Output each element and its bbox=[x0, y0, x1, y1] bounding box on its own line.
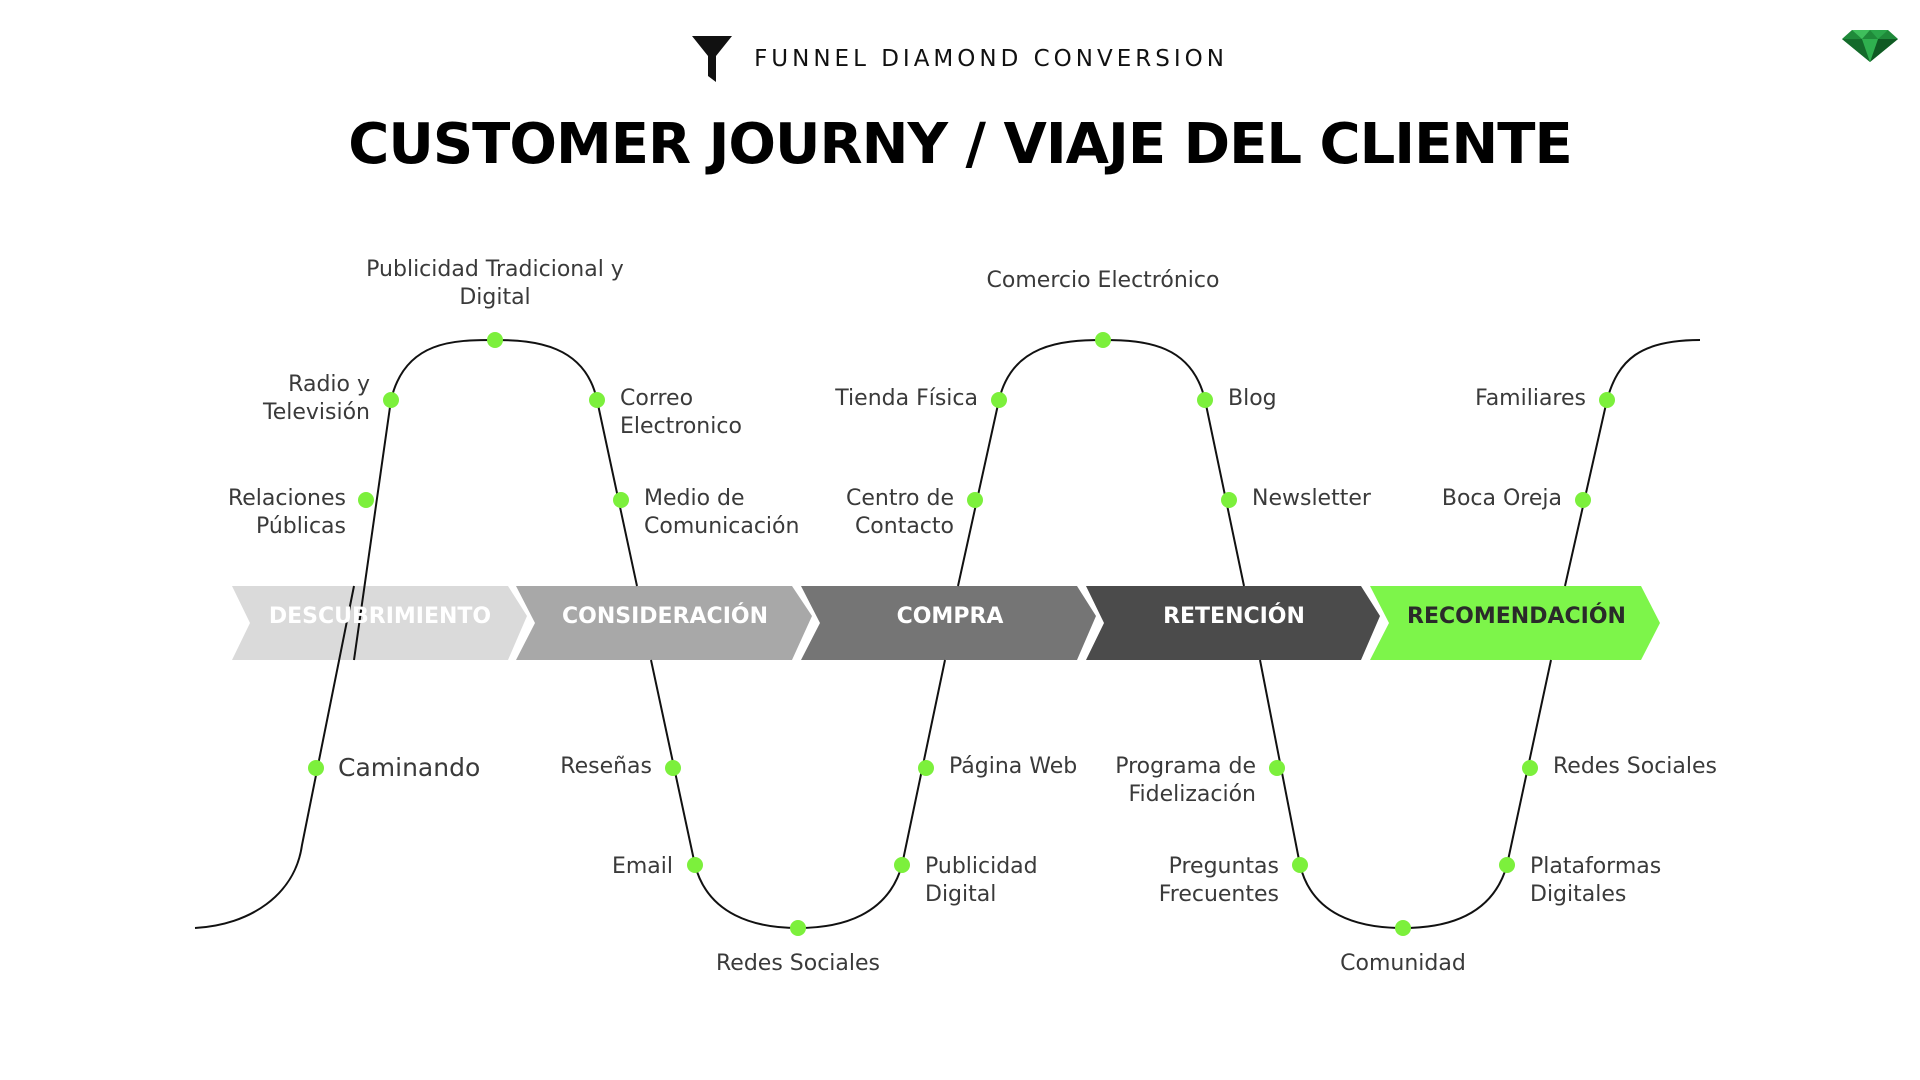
dot-resenas bbox=[665, 760, 681, 776]
stage-compra-arrow bbox=[801, 586, 1096, 660]
label-redes-sociales-2: Redes Sociales bbox=[1553, 754, 1718, 779]
dot-comunidad bbox=[1395, 920, 1411, 936]
stage-consideracion-arrow bbox=[516, 586, 812, 660]
label-boca-oreja: Boca Oreja bbox=[1441, 486, 1562, 511]
dot-correo-electronico bbox=[589, 392, 605, 408]
stage-descubrimiento-arrow bbox=[232, 586, 527, 660]
stage-recomendacion-arrow bbox=[1370, 586, 1660, 660]
label-familiares: Familiares bbox=[1475, 386, 1586, 411]
dot-relaciones-publicas bbox=[358, 492, 374, 508]
dot-centro-contacto bbox=[967, 492, 983, 508]
stage-retencion-arrow bbox=[1086, 586, 1380, 660]
funnel-icon bbox=[692, 36, 733, 82]
dot-publicidad-tradicional bbox=[487, 332, 503, 348]
stage-recomendacion: RECOMENDACIÓN bbox=[1407, 603, 1626, 629]
dot-redes-sociales-2 bbox=[1522, 760, 1538, 776]
dot-radio-television bbox=[383, 392, 399, 408]
label-resenas: Reseñas bbox=[560, 754, 652, 779]
dot-plataformas-digitales bbox=[1499, 857, 1515, 873]
dot-preguntas-frecuentes bbox=[1292, 857, 1308, 873]
dot-publicidad-digital bbox=[894, 857, 910, 873]
label-redes-sociales-1: Redes Sociales bbox=[715, 951, 880, 976]
dot-boca-oreja bbox=[1575, 492, 1591, 508]
dot-tienda-fisica bbox=[991, 392, 1007, 408]
dot-comercio-electronico bbox=[1095, 332, 1111, 348]
dot-programa-fidelizacion bbox=[1269, 760, 1285, 776]
stage-compra: COMPRA bbox=[896, 603, 1004, 629]
stage-consideracion: CONSIDERACIÓN bbox=[562, 603, 768, 629]
dot-email bbox=[687, 857, 703, 873]
stage-descubrimiento: DESCUBRIMIENTO bbox=[268, 603, 492, 629]
dot-caminando bbox=[308, 760, 324, 776]
label-caminando: Caminando bbox=[338, 753, 481, 782]
dot-familiares bbox=[1599, 392, 1615, 408]
dot-newsletter bbox=[1221, 492, 1237, 508]
emerald-logo-icon bbox=[1842, 30, 1898, 62]
label-comunidad: Comunidad bbox=[1340, 951, 1466, 976]
label-pagina-web: Página Web bbox=[949, 754, 1078, 779]
label-tienda-fisica: Tienda Física bbox=[835, 386, 978, 411]
stage-retencion: RETENCIÓN bbox=[1163, 603, 1305, 629]
label-blog: Blog bbox=[1228, 386, 1277, 411]
label-newsletter: Newsletter bbox=[1252, 486, 1371, 511]
label-email: Email bbox=[611, 854, 673, 879]
page-title: CUSTOMER JOURNY / VIAJE DEL CLIENTE bbox=[348, 112, 1572, 177]
dot-pagina-web bbox=[918, 760, 934, 776]
brand-name: FUNNEL DIAMOND CONVERSION bbox=[754, 46, 1228, 72]
dot-blog bbox=[1197, 392, 1213, 408]
dot-redes-sociales-1 bbox=[790, 920, 806, 936]
touchpoint-dots bbox=[308, 332, 1615, 936]
brand-header: FUNNEL DIAMOND CONVERSION bbox=[0, 36, 1920, 82]
dot-medio-comunicacion bbox=[613, 492, 629, 508]
label-comercio-electronico: Comercio Electrónico bbox=[986, 268, 1220, 293]
